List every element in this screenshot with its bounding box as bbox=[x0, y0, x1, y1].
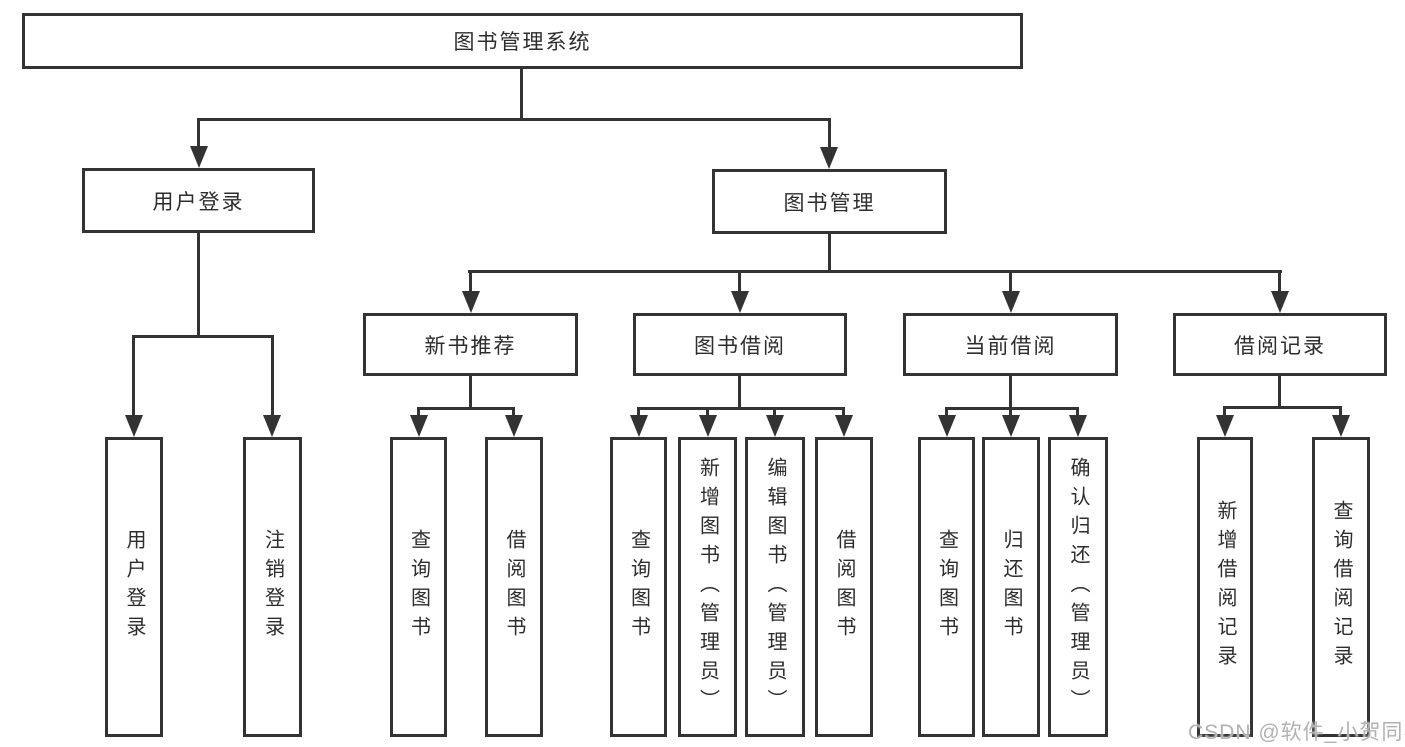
connector bbox=[1339, 406, 1342, 417]
arrow-down-icon bbox=[1216, 415, 1234, 437]
leaf-logout: 注销登录 bbox=[243, 437, 302, 737]
connector bbox=[1278, 376, 1281, 409]
node-borrowing-records: 借阅记录 bbox=[1173, 313, 1387, 376]
connector bbox=[637, 407, 640, 417]
connector bbox=[706, 407, 709, 417]
connector bbox=[468, 270, 1282, 273]
node-label: 新增图书（管理员） bbox=[696, 456, 719, 718]
node-label: 图书管理系统 bbox=[453, 31, 592, 54]
arrow-down-icon bbox=[1002, 291, 1020, 313]
connector bbox=[828, 234, 831, 273]
leaf-current-query-books: 查询图书 bbox=[918, 437, 975, 737]
leaf-return-books: 归还图书 bbox=[982, 437, 1040, 737]
leaf-user-login: 用户登录 bbox=[105, 437, 163, 737]
connector bbox=[842, 407, 845, 417]
connector bbox=[637, 407, 845, 410]
connector bbox=[197, 118, 831, 121]
arrow-down-icon bbox=[505, 415, 523, 437]
node-book-management: 图书管理 bbox=[712, 169, 947, 234]
connector bbox=[132, 335, 135, 417]
connector bbox=[1009, 407, 1012, 417]
connector bbox=[738, 376, 741, 410]
node-label: 用户登录 bbox=[152, 190, 245, 214]
connector bbox=[945, 407, 1079, 410]
arrow-down-icon bbox=[462, 291, 480, 313]
leaf-newbook-borrow-books: 借阅图书 bbox=[485, 437, 543, 737]
csdn-watermark: CSDN @软件_小贺同学 bbox=[1188, 721, 1405, 744]
connector bbox=[417, 407, 420, 417]
node-label: 用户登录 bbox=[123, 529, 145, 645]
arrow-down-icon bbox=[699, 415, 717, 437]
node-label: 新书推荐 bbox=[424, 334, 517, 358]
node-label: 查询借阅记录 bbox=[1330, 500, 1352, 674]
node-label: 图书借阅 bbox=[694, 334, 786, 358]
connector bbox=[1076, 407, 1079, 417]
connector bbox=[1009, 376, 1012, 410]
leaf-confirm-return-admin: 确认归还（管理员） bbox=[1048, 437, 1108, 737]
connector bbox=[512, 407, 515, 417]
connector bbox=[1223, 406, 1226, 417]
connector bbox=[773, 407, 776, 417]
node-book-borrowing: 图书借阅 bbox=[633, 313, 847, 376]
arrow-down-icon bbox=[938, 415, 956, 437]
connector bbox=[271, 335, 274, 417]
arrow-down-icon bbox=[125, 415, 143, 437]
connector bbox=[469, 376, 472, 410]
node-label: 新增借阅记录 bbox=[1214, 500, 1236, 674]
leaf-add-borrow-record: 新增借阅记录 bbox=[1197, 437, 1253, 737]
arrow-down-icon bbox=[263, 415, 281, 437]
leaf-query-borrow-record: 查询借阅记录 bbox=[1312, 437, 1370, 737]
node-label: 确认归还（管理员） bbox=[1067, 456, 1089, 718]
node-label: 归还图书 bbox=[1000, 529, 1022, 645]
node-label: 当前借阅 bbox=[964, 334, 1057, 358]
arrow-down-icon bbox=[835, 415, 853, 437]
connector bbox=[197, 118, 200, 148]
leaf-edit-books-admin: 编辑图书（管理员） bbox=[745, 437, 805, 737]
leaf-newbook-query-books: 查询图书 bbox=[390, 437, 447, 737]
connector bbox=[738, 270, 741, 293]
node-new-book-recommendation: 新书推荐 bbox=[363, 313, 578, 376]
arrow-down-icon bbox=[1271, 291, 1289, 313]
connector bbox=[828, 118, 831, 149]
node-label: 查询图书 bbox=[627, 529, 650, 645]
arrow-down-icon bbox=[1002, 415, 1020, 437]
node-user-login: 用户登录 bbox=[82, 168, 315, 233]
node-label: 注销登录 bbox=[261, 529, 284, 645]
arrow-down-icon bbox=[820, 147, 838, 169]
connector bbox=[197, 233, 200, 338]
leaf-borrowing-query-books: 查询图书 bbox=[610, 437, 667, 737]
node-label: 图书管理 bbox=[783, 191, 876, 215]
arrow-down-icon bbox=[630, 415, 648, 437]
node-label: 查询图书 bbox=[935, 529, 958, 645]
connector bbox=[945, 407, 948, 417]
arrow-down-icon bbox=[1332, 415, 1350, 437]
node-label: 借阅记录 bbox=[1234, 334, 1326, 358]
node-library-management-system: 图书管理系统 bbox=[22, 13, 1023, 69]
node-label: 借阅图书 bbox=[503, 529, 525, 645]
arrow-down-icon bbox=[731, 291, 749, 313]
connector bbox=[520, 69, 523, 121]
connector bbox=[1278, 270, 1281, 293]
connector bbox=[469, 270, 472, 293]
node-label: 查询图书 bbox=[407, 529, 430, 645]
node-label: 借阅图书 bbox=[833, 529, 855, 645]
node-label: 编辑图书（管理员） bbox=[764, 456, 786, 718]
arrow-down-icon bbox=[766, 415, 784, 437]
node-current-borrowing: 当前借阅 bbox=[903, 313, 1118, 376]
connector bbox=[1223, 406, 1342, 409]
connector bbox=[1009, 270, 1012, 293]
connector bbox=[417, 407, 515, 410]
leaf-add-books-admin: 新增图书（管理员） bbox=[678, 437, 737, 737]
connector bbox=[132, 335, 274, 338]
leaf-borrowing-borrow-books: 借阅图书 bbox=[815, 437, 873, 737]
arrow-down-icon bbox=[190, 146, 208, 168]
arrow-down-icon bbox=[1069, 415, 1087, 437]
arrow-down-icon bbox=[410, 415, 428, 437]
